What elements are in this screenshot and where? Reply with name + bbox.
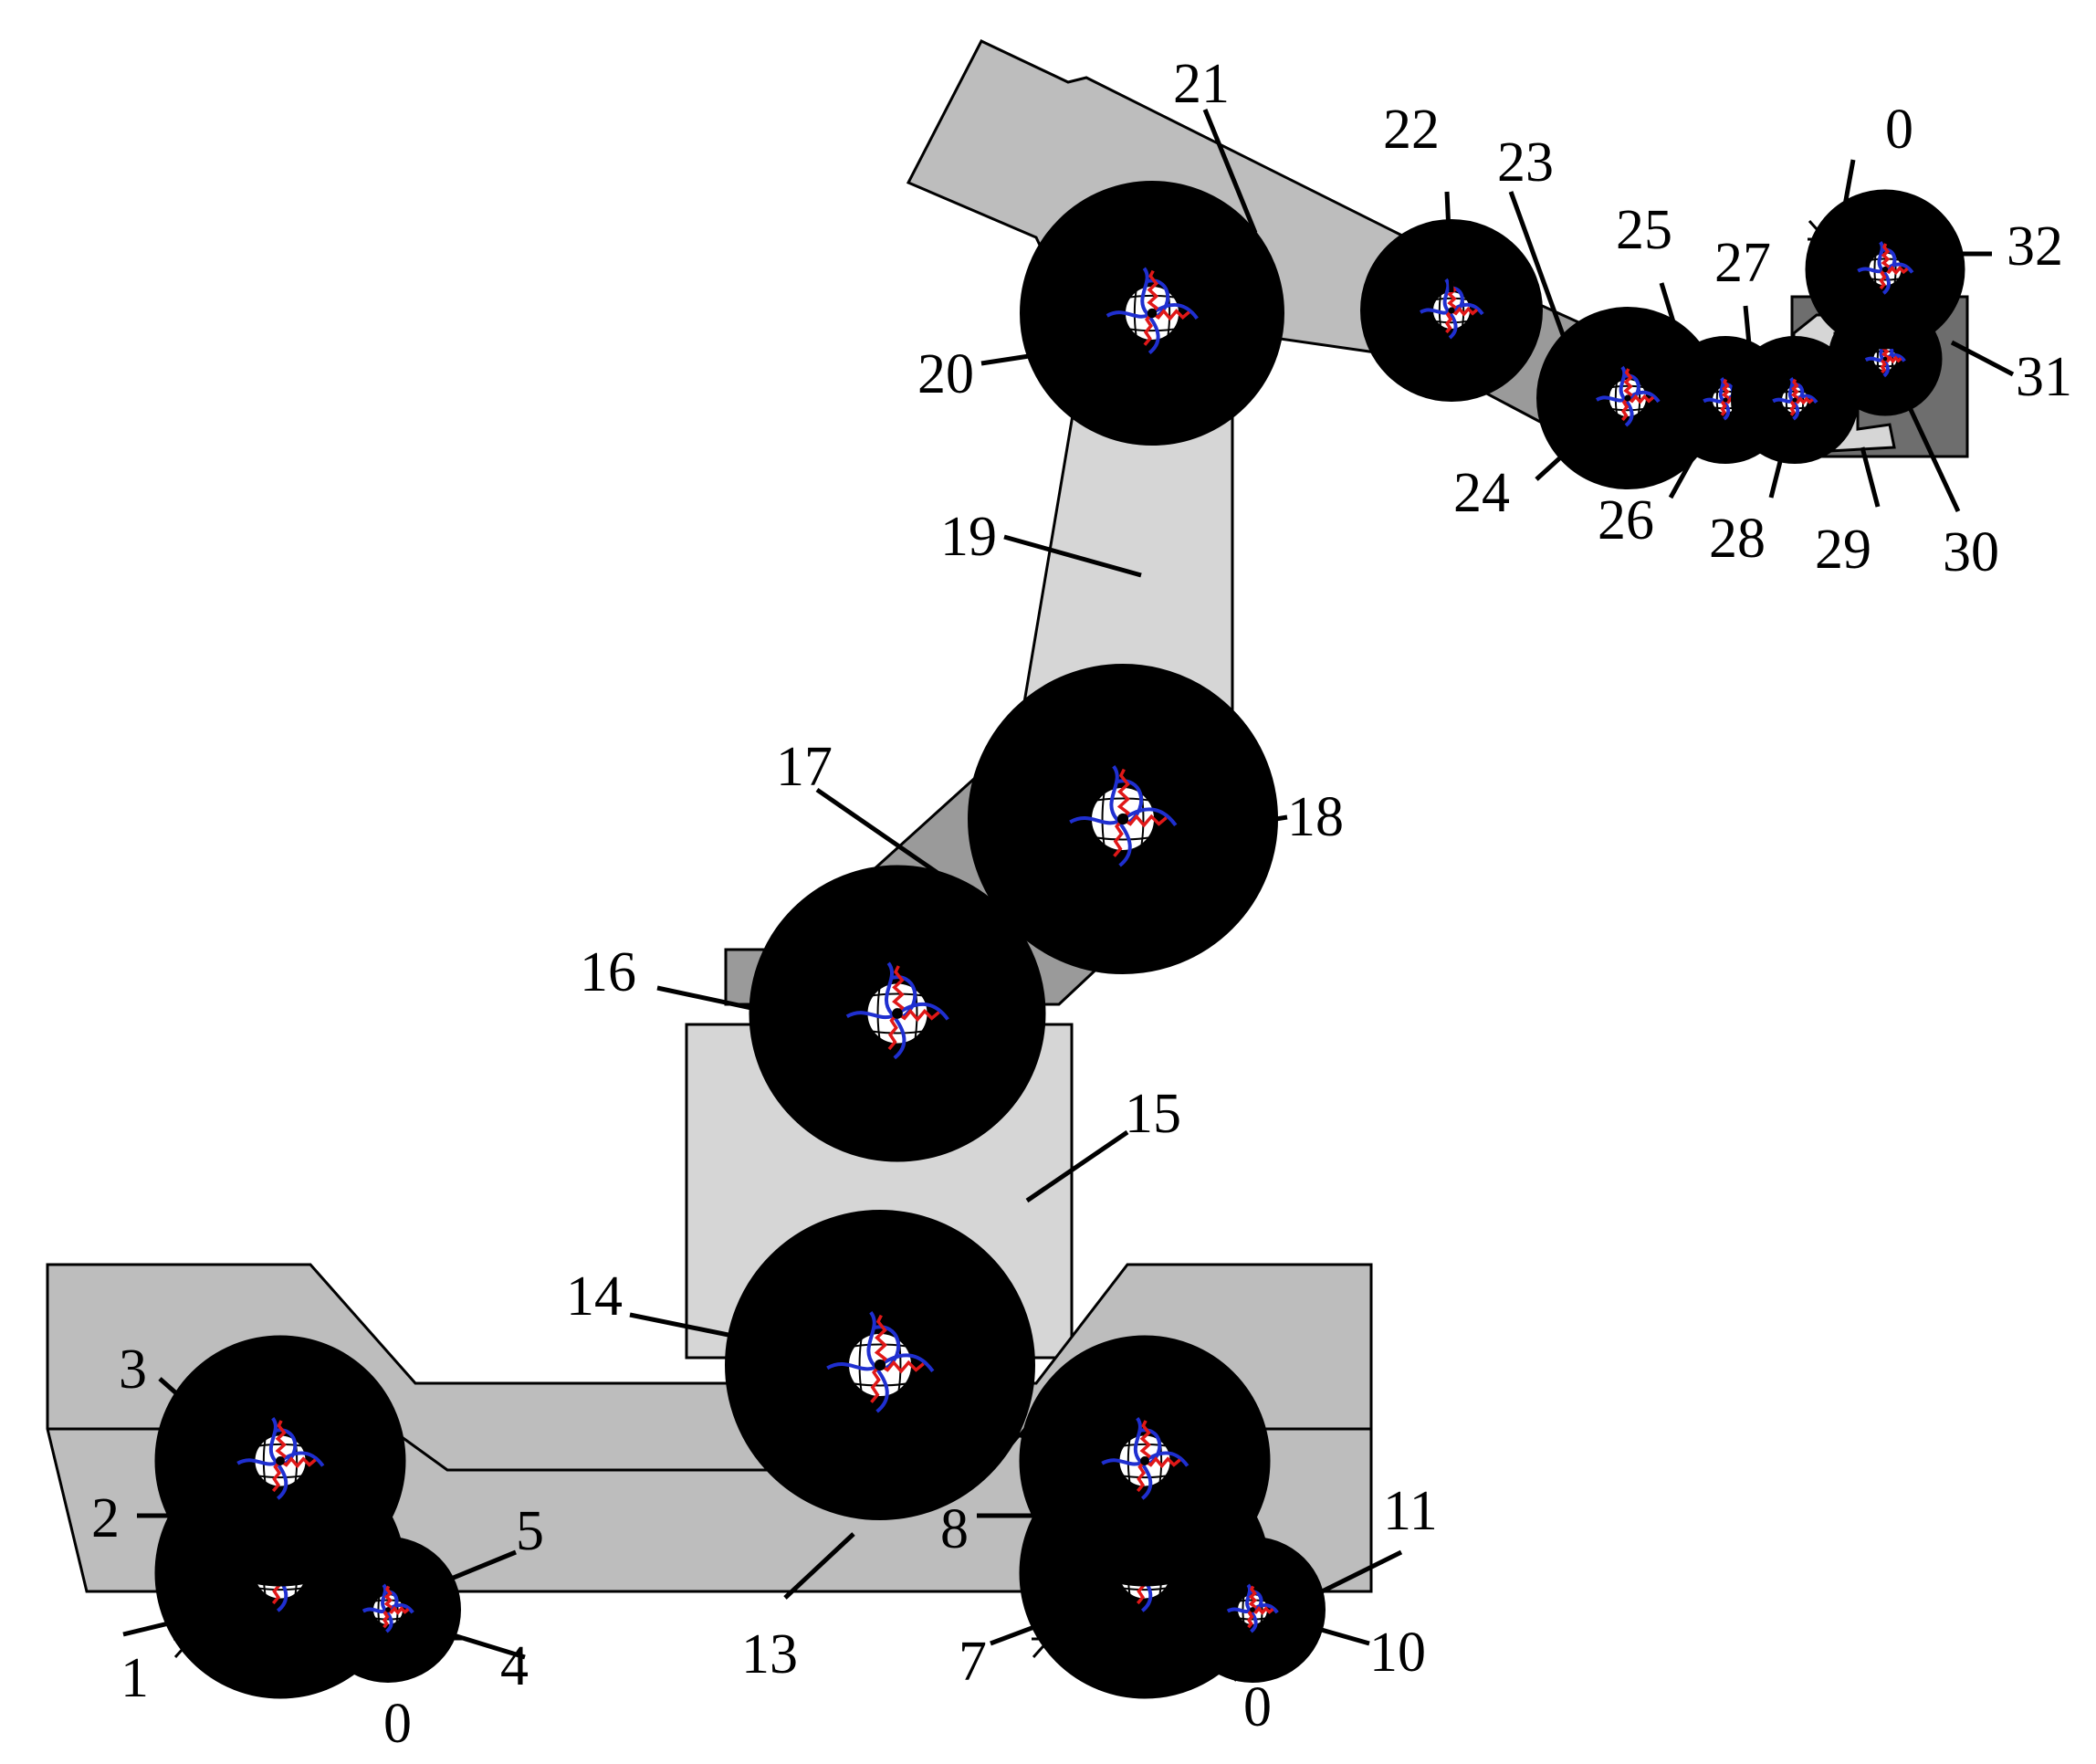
joint-3-icon [230, 1411, 330, 1511]
joint-14-icon [818, 1303, 942, 1427]
label-0-top: 0 [1885, 99, 1913, 161]
label-11: 11 [1383, 1480, 1438, 1542]
joint-9-icon [1095, 1411, 1195, 1511]
label-1: 1 [121, 1647, 149, 1709]
label-32: 32 [2007, 215, 2063, 278]
label-18: 18 [1287, 786, 1344, 848]
label-17: 17 [776, 736, 833, 798]
label-10: 10 [1369, 1622, 1426, 1684]
joint-16-icon [838, 954, 957, 1073]
label-8: 8 [940, 1498, 969, 1560]
joint-32-icon [1853, 237, 1917, 301]
label-19: 19 [940, 506, 997, 568]
label-9: 9 [959, 1401, 987, 1463]
label-30: 30 [1943, 521, 1999, 583]
label-24: 24 [1453, 462, 1510, 524]
label-15: 15 [1125, 1083, 1181, 1145]
label-2: 2 [91, 1487, 120, 1549]
label-25: 25 [1616, 199, 1672, 261]
joint-10-icon [1223, 1580, 1282, 1639]
label-0-left: 0 [383, 1693, 412, 1755]
label-4: 4 [500, 1635, 529, 1697]
joint-18-icon [1061, 757, 1185, 881]
label-20: 20 [917, 343, 974, 405]
joint-24-icon [1591, 362, 1664, 435]
label-26: 26 [1598, 489, 1654, 551]
label-27: 27 [1714, 232, 1771, 294]
label-21: 21 [1173, 53, 1230, 115]
leader-lines [122, 109, 2015, 1682]
label-23: 23 [1497, 131, 1554, 194]
label-3: 3 [119, 1339, 147, 1401]
label-16: 16 [580, 941, 636, 1003]
joint-4-icon [359, 1580, 417, 1639]
joint-20-icon [1099, 260, 1205, 366]
joint-28-icon [1769, 374, 1820, 425]
label-22: 22 [1383, 99, 1440, 161]
label-13: 13 [741, 1623, 798, 1685]
part-labels: 0 1 2 3 4 5 7 8 9 10 11 0 13 14 15 16 17… [91, 53, 2072, 1755]
label-5: 5 [516, 1500, 544, 1562]
label-31: 31 [2016, 346, 2072, 408]
label-0-right: 0 [1243, 1676, 1272, 1738]
label-28: 28 [1709, 508, 1766, 570]
label-14: 14 [566, 1265, 623, 1328]
label-29: 29 [1815, 519, 1871, 581]
label-7: 7 [959, 1631, 987, 1693]
